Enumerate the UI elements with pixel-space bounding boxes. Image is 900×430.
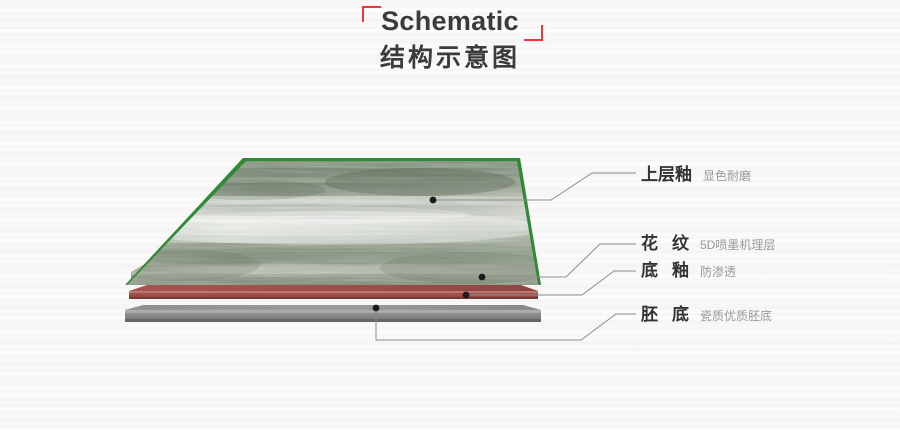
corner-bracket-top-left-icon bbox=[362, 6, 381, 22]
page-title: Schematic 结构示意图 bbox=[0, 4, 900, 75]
label-desc-body: 瓷质优质胚底 bbox=[700, 309, 773, 323]
label-desc-base-glaze: 防渗透 bbox=[700, 265, 737, 279]
leader-line-body bbox=[375, 308, 636, 341]
title-english: Schematic bbox=[381, 6, 519, 36]
label-desc-pattern: 5D喷墨机理层 bbox=[700, 238, 776, 252]
title-chinese: 结构示意图 bbox=[379, 44, 520, 72]
leader-lines bbox=[375, 172, 636, 341]
label-row-top-glaze: 上层釉 显色耐磨 bbox=[641, 160, 751, 185]
leader-dot-base-glaze bbox=[462, 291, 470, 299]
label-row-base-glaze: 底釉 防渗透 bbox=[641, 256, 736, 281]
leader-dots bbox=[372, 196, 486, 312]
leader-line-pattern bbox=[482, 243, 636, 278]
label-name-base-glaze: 底釉 bbox=[641, 261, 703, 280]
leader-line-top-glaze bbox=[433, 172, 636, 201]
corner-bracket-bottom-right-icon bbox=[524, 25, 543, 41]
leader-dot-top-glaze bbox=[429, 196, 437, 204]
label-row-body: 胚底 瓷质优质胚底 bbox=[641, 300, 772, 325]
label-desc-top-glaze: 显色耐磨 bbox=[703, 169, 752, 183]
leader-line-base-glaze bbox=[466, 270, 636, 296]
layer-base-glaze bbox=[129, 285, 538, 299]
label-name-pattern: 花纹 bbox=[641, 234, 703, 253]
layer-top-glaze bbox=[125, 158, 541, 285]
label-name-top-glaze: 上层釉 bbox=[641, 165, 692, 184]
label-name-body: 胚底 bbox=[641, 305, 703, 324]
layer-body bbox=[125, 305, 541, 322]
leader-dot-pattern bbox=[478, 273, 486, 281]
leader-dot-body bbox=[372, 304, 380, 312]
label-row-pattern: 花纹 5D喷墨机理层 bbox=[641, 229, 775, 254]
